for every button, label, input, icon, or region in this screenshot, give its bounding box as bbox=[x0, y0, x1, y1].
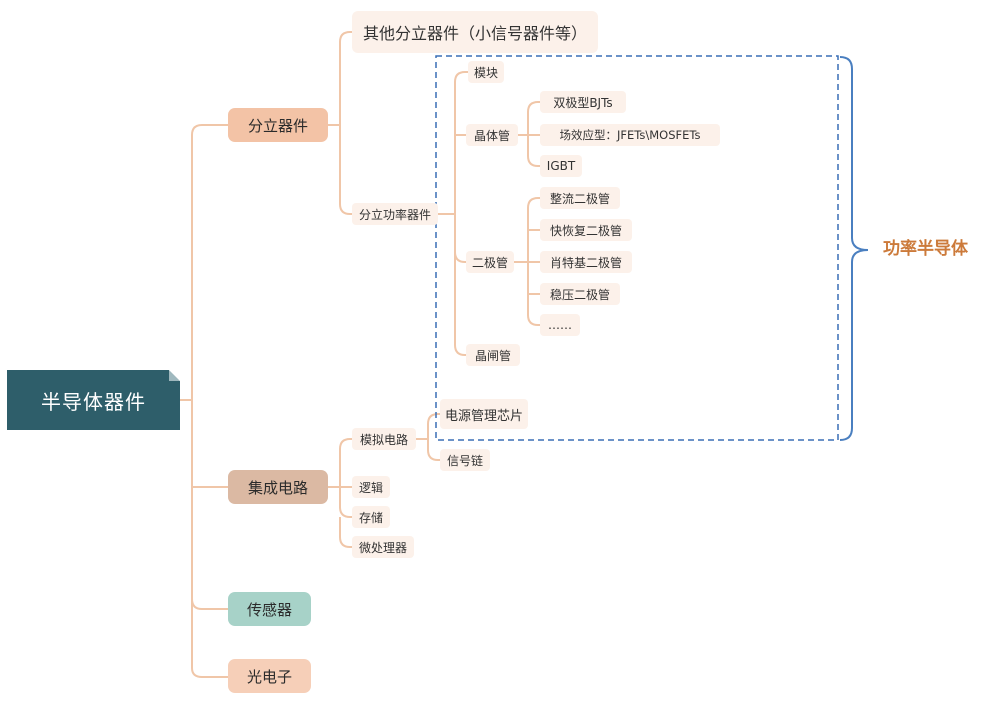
power-semiconductor-region bbox=[435, 55, 839, 441]
node-power-management-ic[interactable]: 电源管理芯片 bbox=[440, 399, 528, 429]
node-igbt[interactable]: IGBT bbox=[540, 155, 582, 177]
node-thyristor[interactable]: 晶闸管 bbox=[466, 344, 520, 366]
connector-power bbox=[339, 125, 352, 215]
connector-bjt bbox=[527, 101, 540, 135]
node-signal-chain[interactable]: 信号链 bbox=[440, 449, 490, 471]
connector-diode bbox=[454, 214, 466, 263]
node-discrete-devices[interactable]: 分立器件 bbox=[228, 108, 328, 142]
connector-thyristor bbox=[454, 214, 466, 356]
node-rectifier-diode[interactable]: 整流二极管 bbox=[540, 187, 620, 209]
node-integrated-circuits[interactable]: 集成电路 bbox=[228, 470, 328, 504]
node-logic[interactable]: 逻辑 bbox=[352, 476, 390, 498]
root-node[interactable]: 半导体器件 bbox=[7, 370, 180, 430]
node-sensors[interactable]: 传感器 bbox=[228, 592, 311, 626]
node-zener-diode[interactable]: 稳压二极管 bbox=[540, 283, 620, 305]
connector-signal-chain bbox=[427, 439, 440, 461]
node-analog-circuits[interactable]: 模拟电路 bbox=[352, 428, 416, 450]
corner-fold-icon bbox=[169, 370, 180, 381]
connector-analog bbox=[339, 438, 352, 487]
node-discrete-power[interactable]: 分立功率器件 bbox=[352, 203, 438, 225]
power-semiconductor-brace bbox=[839, 56, 869, 441]
node-diode[interactable]: 二极管 bbox=[466, 251, 514, 273]
connector-rectifier bbox=[527, 197, 540, 262]
root-label: 半导体器件 bbox=[41, 389, 146, 414]
node-fast-recovery-diode[interactable]: 快恢复二极管 bbox=[540, 219, 632, 241]
node-fet[interactable]: 场效应型：JFETs\MOSFETs bbox=[540, 124, 720, 146]
node-memory[interactable]: 存储 bbox=[352, 506, 390, 528]
connector-pmic bbox=[427, 413, 440, 439]
connector-other bbox=[339, 31, 352, 125]
connector-trunk bbox=[191, 135, 228, 678]
connector-sensor bbox=[191, 598, 228, 610]
connector-discrete bbox=[191, 124, 228, 136]
node-other-discrete[interactable]: 其他分立器件（小信号器件等） bbox=[352, 11, 598, 53]
node-bjt[interactable]: 双极型BJTs bbox=[540, 91, 626, 113]
connector-micro bbox=[339, 517, 352, 548]
node-module[interactable]: 模块 bbox=[468, 61, 504, 83]
connector-ellipsis bbox=[527, 262, 540, 326]
connector-memory bbox=[339, 487, 352, 518]
node-microprocessor[interactable]: 微处理器 bbox=[352, 536, 414, 558]
power-semiconductor-label: 功率半导体 bbox=[883, 239, 968, 259]
node-schottky-diode[interactable]: 肖特基二极管 bbox=[540, 251, 632, 273]
node-more-diodes[interactable]: …… bbox=[540, 314, 580, 336]
node-optoelectronics[interactable]: 光电子 bbox=[228, 659, 311, 693]
connector-module bbox=[454, 71, 468, 214]
connector-igbt bbox=[527, 135, 540, 167]
node-transistor[interactable]: 晶体管 bbox=[466, 124, 518, 146]
